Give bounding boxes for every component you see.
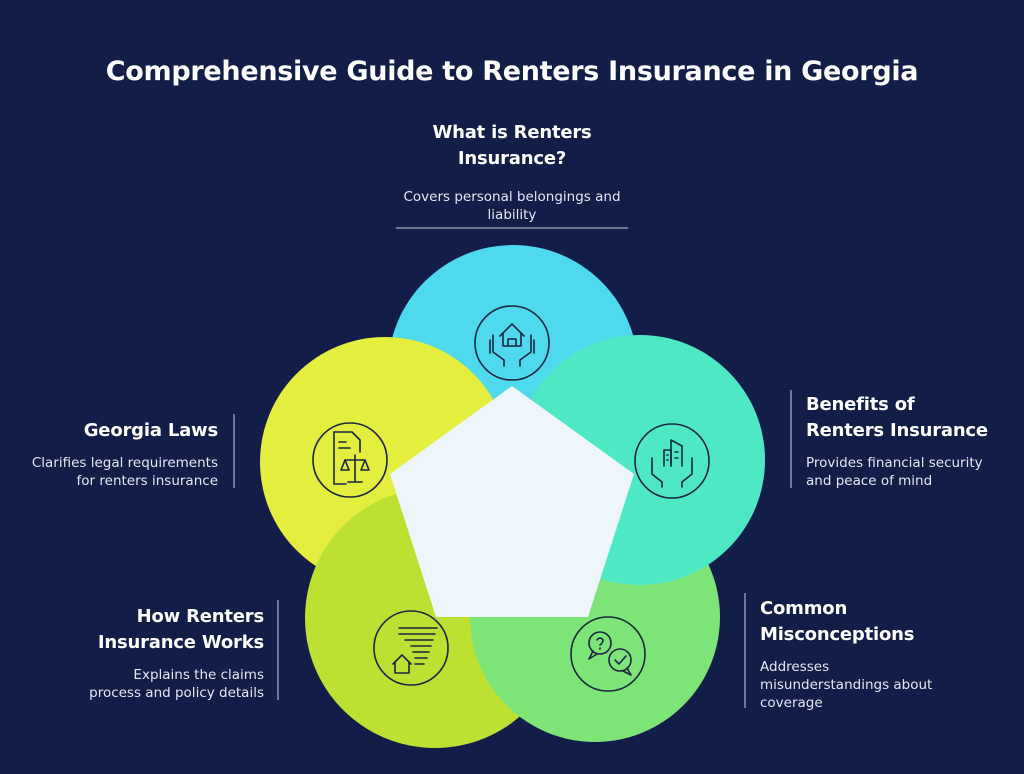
center-pentagon bbox=[390, 386, 634, 617]
section-how-it-works: How Renters Insurance Works Explains the… bbox=[70, 604, 264, 702]
section-georgia-laws: Georgia Laws Clarifies legal requirement… bbox=[20, 418, 218, 490]
section-benefits: Benefits of Renters Insurance Provides f… bbox=[806, 392, 1016, 490]
section-description: Clarifies legal requirements for renters… bbox=[31, 455, 218, 489]
buildings-in-hands-icon bbox=[634, 423, 710, 499]
section-heading: What is Renters Insurance? bbox=[432, 122, 592, 169]
section-description: Covers personal belongings and liability bbox=[403, 189, 621, 223]
section-heading: How Renters Insurance Works bbox=[97, 606, 264, 653]
section-description: Provides financial security and peace of… bbox=[806, 455, 983, 489]
section-common-misconceptions: Common Misconceptions Addresses misunder… bbox=[760, 596, 980, 712]
section-description: Addresses misunderstandings about covera… bbox=[760, 659, 933, 711]
house-document-icon bbox=[373, 610, 449, 686]
section-heading: Benefits of Renters Insurance bbox=[806, 394, 988, 441]
house-in-hands-icon bbox=[474, 305, 550, 381]
section-heading: Georgia Laws bbox=[83, 420, 218, 441]
document-scales-icon bbox=[312, 422, 388, 498]
section-what-is-renters-insurance: What is Renters Insurance? Covers person… bbox=[362, 120, 662, 224]
section-description: Explains the claims process and policy d… bbox=[89, 667, 264, 701]
page-title: Comprehensive Guide to Renters Insurance… bbox=[105, 56, 919, 87]
question-check-bubbles-icon bbox=[570, 616, 646, 692]
section-heading: Common Misconceptions bbox=[760, 598, 915, 645]
